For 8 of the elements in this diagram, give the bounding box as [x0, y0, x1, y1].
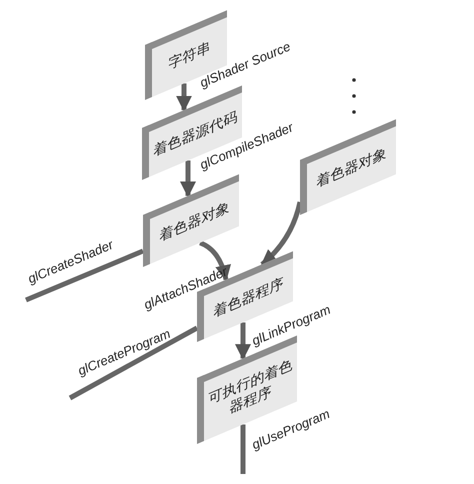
box-label: 字符串: [168, 38, 210, 74]
box-label: 着色器对象: [158, 198, 230, 247]
box-label: 着色器对象: [316, 144, 388, 194]
box-label: 可执行的着色器程序: [208, 355, 292, 417]
arrow: [199, 240, 231, 282]
arrow: [235, 322, 251, 360]
connector-line: [240, 424, 246, 474]
arrow: [180, 160, 196, 198]
